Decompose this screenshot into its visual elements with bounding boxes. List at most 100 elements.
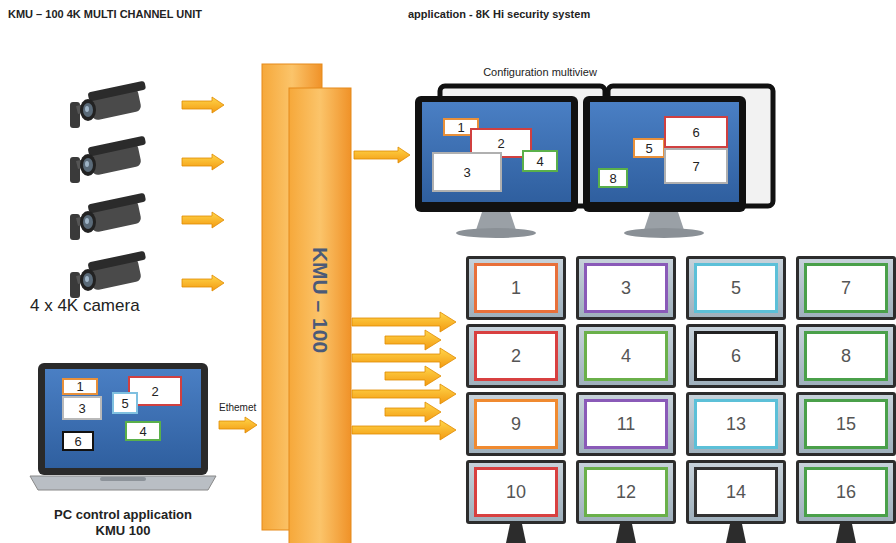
unit-panel [289, 88, 351, 543]
video-tile: 13 [694, 399, 778, 449]
unit-label: KMU – 100 [308, 247, 332, 353]
window-number: 15 [836, 415, 856, 433]
screen-face [799, 463, 893, 521]
window-box: 7 [664, 148, 728, 184]
window-number: 14 [726, 483, 746, 501]
camera-icon [70, 136, 146, 183]
screen-bezel [576, 324, 676, 388]
screen-face [469, 259, 563, 317]
video-tile: 5 [694, 263, 778, 313]
screen-face [799, 259, 893, 317]
window-number: 4 [139, 425, 146, 438]
window-number: 8 [609, 172, 616, 185]
screen-face [799, 327, 893, 385]
connector-arrow [354, 147, 410, 163]
screen-face [579, 395, 673, 453]
screen-bezel [796, 256, 896, 320]
screen-face [689, 463, 783, 521]
window-number: 6 [692, 126, 699, 139]
screen-stand [616, 524, 636, 543]
camera-arrow [182, 275, 224, 291]
title: KMU – 100 4K MULTI CHANNEL UNIT [8, 8, 202, 20]
camera-arrow [182, 97, 224, 113]
heading: Configuration multiview [415, 66, 665, 78]
video-tile: 1 [474, 263, 558, 313]
screen-bezel [466, 460, 566, 524]
screen-bezel [796, 324, 896, 388]
window-number: 2 [497, 137, 504, 150]
video-tile: 11 [584, 399, 668, 449]
window-number: 1 [511, 279, 521, 297]
screen-bezel [686, 460, 786, 524]
screen-stand [836, 524, 856, 543]
screen-face [689, 395, 783, 453]
screen-bezel [576, 256, 676, 320]
output-arrows [352, 312, 456, 440]
video-tile: 3 [584, 263, 668, 313]
window-number: 12 [616, 483, 636, 501]
label: 4 x 4K camera [30, 296, 140, 316]
screen-bezel [686, 256, 786, 320]
window-number: 3 [621, 279, 631, 297]
screen-face [579, 327, 673, 385]
video-tile: 15 [804, 399, 888, 449]
window-number: 7 [692, 160, 699, 173]
window-number: 2 [511, 347, 521, 365]
processing-unit: KMU – 100 [262, 64, 351, 543]
window-number: 4 [621, 347, 631, 365]
screen-face [469, 395, 563, 453]
window-box: 6 [62, 431, 94, 451]
window-number: 6 [731, 347, 741, 365]
window-box: 6 [664, 116, 728, 148]
window-number: 8 [841, 347, 851, 365]
video-tile: 14 [694, 467, 778, 517]
screen-face [469, 463, 563, 521]
window-number: 5 [645, 142, 652, 155]
window-box: 5 [633, 138, 665, 158]
heading: PC control application KMU 100 [30, 507, 216, 540]
window-number: 6 [74, 435, 81, 448]
window-box: 4 [125, 421, 161, 441]
window-number: 5 [121, 397, 128, 410]
window-box: 8 [598, 168, 628, 188]
screen-bezel [686, 324, 786, 388]
screen-bezel [576, 392, 676, 456]
window-number: 1 [457, 121, 464, 134]
screen-bezel [796, 460, 896, 524]
window-number: 13 [726, 415, 746, 433]
camera-icon [70, 251, 146, 298]
window-number: 7 [841, 279, 851, 297]
screen-face [579, 463, 673, 521]
screen-face [689, 259, 783, 317]
screen-face [799, 395, 893, 453]
window-box: 5 [112, 392, 138, 414]
camera-arrow [182, 154, 224, 170]
video-tile: 6 [694, 331, 778, 381]
screen-bezel [796, 392, 896, 456]
video-tile: 12 [584, 467, 668, 517]
screen-face [469, 327, 563, 385]
screen-bezel [576, 460, 676, 524]
screen-bezel [466, 392, 566, 456]
label: application - 8K Hi security system [408, 8, 590, 20]
screen-face [689, 327, 783, 385]
monitor [415, 96, 746, 238]
window-box: 3 [432, 152, 502, 192]
video-tile: 7 [804, 263, 888, 313]
video-tile: 10 [474, 467, 558, 517]
screen-face [579, 259, 673, 317]
video-tile: 8 [804, 331, 888, 381]
video-wall [466, 256, 896, 543]
edge-label: Ethemet [218, 402, 257, 413]
window-number: 10 [506, 483, 526, 501]
laptop [30, 363, 216, 490]
window-number: 16 [836, 483, 856, 501]
video-tile: 16 [804, 467, 888, 517]
window-number: 3 [463, 166, 470, 179]
window-number: 2 [151, 385, 158, 398]
camera-icon [70, 193, 146, 240]
video-tile: 2 [474, 331, 558, 381]
pc-control-box: PC control application KMU 100123546 [30, 363, 216, 541]
window-box: 4 [522, 150, 558, 172]
screen-stand [506, 524, 526, 543]
